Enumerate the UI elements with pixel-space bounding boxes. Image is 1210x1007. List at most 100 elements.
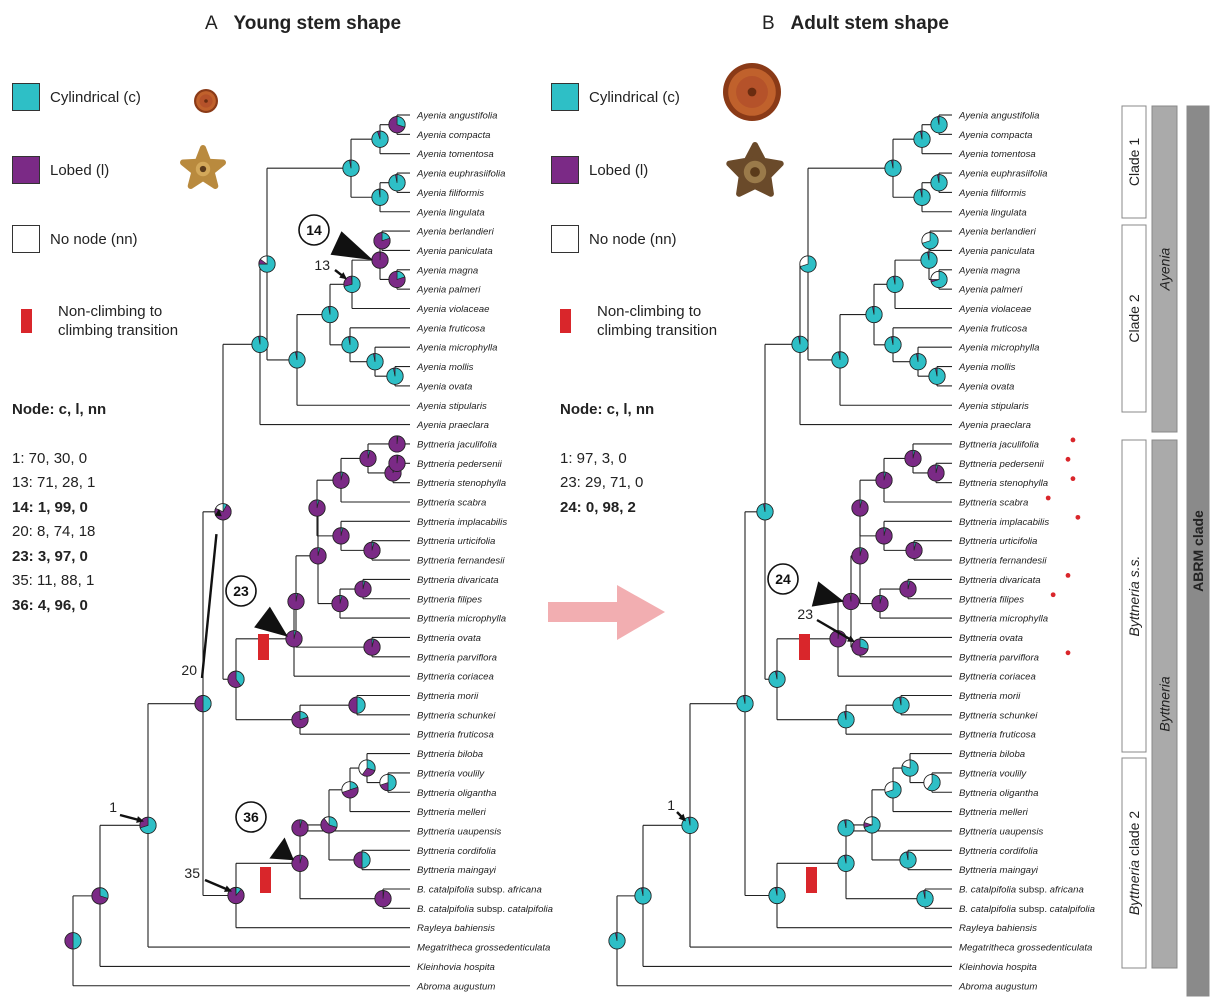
- node-pie: [905, 541, 923, 559]
- node-number-label: 23: [797, 606, 813, 622]
- taxon-label: Ayenia lingulata: [958, 207, 1027, 218]
- pie-outline: [831, 351, 849, 369]
- pie-outline: [913, 130, 931, 148]
- node-number-label: 13: [314, 257, 330, 273]
- taxon-label: Byttneria fernandesii: [417, 556, 505, 567]
- transition-bar: [806, 867, 817, 893]
- taxon-label: Byttneria maingayi: [959, 865, 1039, 876]
- transition-bar: [258, 634, 269, 660]
- taxon-label: Byttneria fruticosa: [417, 730, 494, 741]
- taxon-label: Ayenia berlandieri: [416, 227, 495, 238]
- pie-outline: [875, 527, 893, 545]
- callout-label: 14: [306, 222, 322, 238]
- callout-circle: [225, 575, 257, 607]
- node-pie: [865, 305, 883, 324]
- pie-outline: [930, 174, 948, 192]
- pie-outline: [851, 547, 869, 565]
- pie-outline: [608, 932, 626, 950]
- taxon-label: Byttneria jaculifolia: [417, 439, 497, 450]
- pie-slice: [194, 695, 204, 713]
- cylindrical-swatch: [551, 83, 579, 111]
- transition-bar-swatch: [560, 309, 571, 333]
- node-pie: [884, 781, 902, 799]
- climbing-dot: [1075, 514, 1081, 520]
- lobed-swatch: [551, 156, 579, 184]
- node-pie: [321, 305, 339, 324]
- byttneria-bracket-box: [1151, 439, 1178, 969]
- pie-outline: [291, 819, 309, 837]
- taxon-label: B. catalpifolia subsp. africana: [417, 885, 542, 896]
- taxon-label: Ayenia tomentosa: [416, 149, 494, 160]
- transition-bar: [799, 634, 810, 660]
- pie-outline: [354, 580, 372, 598]
- node-pie: [371, 251, 389, 269]
- node-pie: [634, 887, 652, 905]
- legend-cylindrical-a: Cylindrical (c): [12, 83, 141, 111]
- pie-outline: [343, 275, 361, 293]
- taxon-label: B. catalpifolia subsp. africana: [959, 885, 1084, 896]
- taxon-label: Ayenia paniculata: [958, 246, 1035, 257]
- taxon-label: Byttneria cordifolia: [959, 846, 1038, 857]
- transition-arrow: [548, 585, 665, 640]
- node-pie: [851, 638, 869, 656]
- taxon-label: Ayenia berlandieri: [958, 227, 1037, 238]
- pie-outline: [321, 305, 339, 324]
- pie-outline: [920, 251, 938, 269]
- pie-outline: [291, 711, 309, 729]
- clade-2-bracket: Clade 2: [1126, 294, 1142, 342]
- taxon-label: Byttneria stenophylla: [959, 478, 1048, 489]
- legend-lobed-a: Lobed (l): [12, 156, 109, 184]
- pie-outline: [930, 116, 948, 134]
- node-pie: [899, 851, 917, 869]
- legend-label: Non-climbing to: [597, 303, 702, 320]
- legend-label: Non-climbing to: [58, 303, 163, 320]
- taxon-label: Byttneria melleri: [417, 807, 487, 818]
- node-pie: [736, 695, 754, 713]
- taxon-label: Ayenia ovata: [958, 381, 1014, 392]
- callout-pointer: [269, 837, 294, 861]
- legend-label: No node (nn): [589, 230, 677, 248]
- node-arrow-head: [678, 813, 686, 822]
- node-pie: [799, 255, 817, 273]
- pie-slice: [353, 851, 363, 869]
- node-pie: [341, 781, 359, 799]
- climbing-dot: [1070, 437, 1076, 443]
- pie-outline: [909, 353, 927, 371]
- pie-outline: [388, 174, 406, 192]
- legend-no-node-a: No node (nn): [12, 225, 138, 253]
- pie-outline: [851, 638, 869, 656]
- clade-1-bracket-box: [1121, 105, 1147, 219]
- taxon-label: Byttneria voulily: [959, 768, 1027, 779]
- pie-outline: [837, 711, 855, 729]
- taxon-label: Byttneria oligantha: [417, 788, 496, 799]
- pie-outline: [923, 773, 941, 792]
- taxon-label: Ayenia angustifolia: [416, 111, 497, 122]
- pie-outline: [214, 503, 232, 521]
- pie-outline: [851, 499, 869, 517]
- pie-outline: [366, 353, 384, 371]
- panel-a-letter: A: [205, 13, 218, 34]
- node-pie: [884, 336, 902, 354]
- pie-outline: [736, 695, 754, 713]
- young-lobed-stem-image: [180, 145, 226, 189]
- climbing-dot: [1065, 456, 1071, 462]
- taxon-label: Byttneria parviflora: [959, 652, 1039, 663]
- node-pie: [909, 353, 927, 371]
- node-pie: [899, 580, 917, 598]
- node-pie: [928, 367, 946, 385]
- node-pie: [341, 336, 359, 354]
- node-pie: [342, 159, 360, 177]
- pie-outline: [899, 580, 917, 598]
- taxon-label: Kleinhovia hospita: [417, 962, 495, 973]
- taxon-label: Byttneria jaculifolia: [959, 439, 1039, 450]
- node-number-label: 35: [184, 865, 200, 881]
- node-pie: [768, 886, 786, 905]
- node-pie: [358, 759, 376, 777]
- taxon-label: Byttneria schunkei: [417, 710, 496, 721]
- callout-circle: [767, 563, 799, 595]
- abrm-clade-bracket: ABRM clade: [1190, 510, 1206, 592]
- taxon-label: Byttneria schunkei: [959, 710, 1038, 721]
- node-pie: [851, 547, 869, 565]
- taxon-label: Byttneria microphylla: [417, 614, 506, 625]
- node-pie: [875, 527, 893, 545]
